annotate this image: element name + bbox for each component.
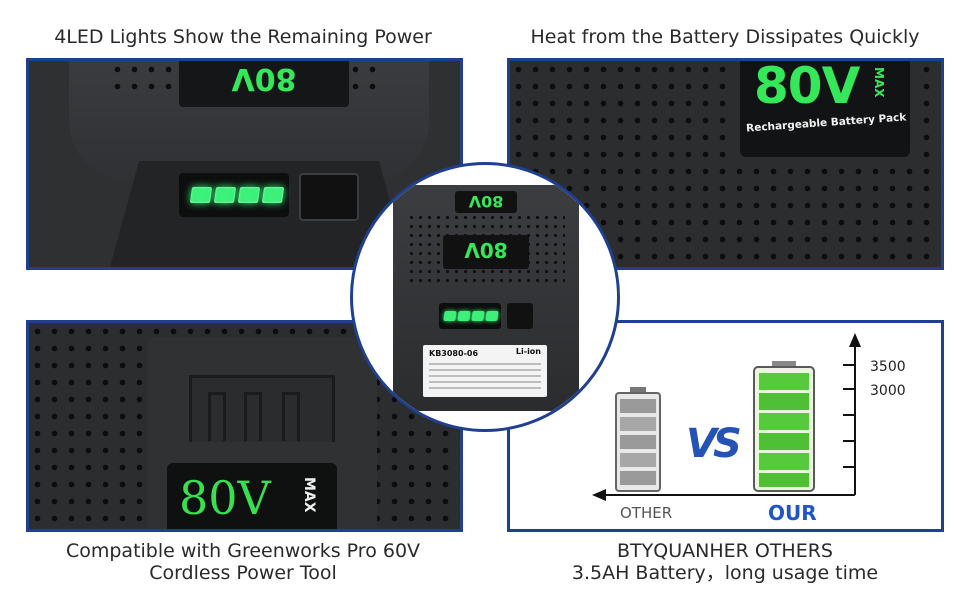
our-battery-icon [753,361,815,492]
main-label-voltage: 80V [443,238,529,262]
comparison-graphic: 3500 3000 VS OTHER OUR [592,333,906,525]
our-label: OUR [768,501,817,525]
y-ticks [843,364,855,468]
our-cell [759,433,809,450]
caption-bottom-left-line1: Compatible with Greenworks Pro 60V [65,540,421,562]
terminal-bar-2 [244,392,262,441]
handle-voltage: 80V [455,192,517,211]
other-cell [620,471,656,485]
caption-bottom-left-line2: Cordless Power Tool [149,562,337,584]
led-4 [261,187,285,203]
led-window [179,173,289,217]
battery-body: 80V 80V KB3080-06 Li-ion [393,185,579,411]
battery-button [507,303,533,329]
our-cell [759,393,809,410]
label-plate-bottom: 80V MAX [167,463,337,529]
main-label-voltage-text: 80V [464,238,508,262]
x-axis-arrow [592,489,606,501]
small-led-3 [471,311,485,321]
caption-bottom-right-line2: 3.5AH Battery，long usage time [571,562,879,584]
our-cell [759,453,809,470]
voltage-serif-text: 80V [179,471,271,525]
terminal-bar-1 [208,392,226,441]
check-button [299,173,359,221]
battery-spec-label: KB3080-06 Li-ion [423,345,547,397]
y-axis-arrow [849,333,861,347]
our-cell [759,413,809,430]
spec-lines [429,363,541,391]
tick-label-3000: 3000 [870,383,906,399]
other-cell [620,435,656,449]
vs-text: VS [686,421,740,467]
max-vertical: MAX [872,67,886,97]
handle-voltage-text: 80V [468,192,504,211]
other-label: OTHER [620,504,672,522]
led-2 [213,187,237,203]
label-plate-80v: 80V MAX Rechargeable Battery Pack [740,58,910,157]
led-1 [189,187,213,203]
caption-bottom-right-line1: BTYQUANHER OTHERS [617,540,833,562]
voltage-serif: 80V [179,471,271,525]
terminal-bar-3 [282,392,300,441]
caption-top-right: Heat from the Battery Dissipates Quickly [530,26,920,48]
small-led-1 [443,311,457,321]
model-text: KB3080-06 [429,349,479,358]
led-3 [237,187,261,203]
voltage-label-mirrored: 80V [179,61,349,96]
max-text: MAX [872,67,886,98]
voltage-big-text: 80V [754,58,860,115]
label-plate-top-left: 80V [179,61,349,107]
battery-main-label: 80V [443,235,529,269]
other-cell [620,399,656,413]
other-cell [620,417,656,431]
battery-led-window [439,303,501,329]
product-circle: 80V 80V KB3080-06 Li-ion [350,162,620,432]
chem-text: Li-ion [515,347,541,356]
voltage-big: 80V [754,58,860,115]
max-vertical-bottom: MAX [301,477,317,513]
small-led-2 [457,311,471,321]
our-cell [759,473,809,487]
our-cell [759,373,809,390]
other-battery-icon [615,387,661,492]
voltage-text: 80V [231,61,297,96]
other-battery-cap [630,387,646,395]
other-cell [620,453,656,467]
battery-handle-label: 80V [455,191,517,213]
our-battery-cap [772,361,796,369]
terminal-slot [189,375,335,442]
panel-led-indicator: 80V [26,58,463,270]
caption-top-left: 4LED Lights Show the Remaining Power [54,26,432,48]
tick-label-3500: 3500 [870,359,906,375]
small-led-4 [485,311,499,321]
max-text-bottom: MAX [301,477,317,513]
